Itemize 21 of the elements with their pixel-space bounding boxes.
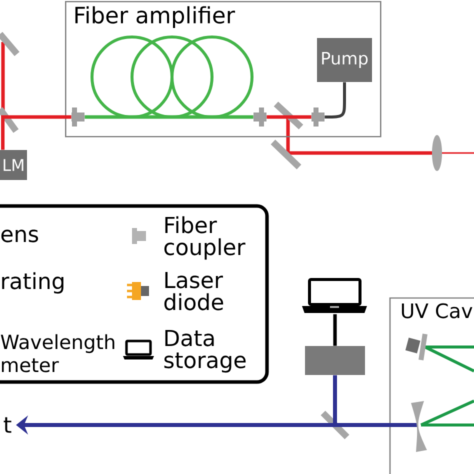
legend-label: Fiber coupler <box>164 216 246 260</box>
optical-fiber <box>324 82 346 118</box>
device-box <box>305 346 365 375</box>
legend-label: Data storage <box>164 330 246 373</box>
output-label: t <box>4 417 12 433</box>
optical-fiber <box>84 115 254 119</box>
legend-label: ens <box>1 230 38 242</box>
fiber-coupler <box>72 108 84 126</box>
pump-box: Pump <box>317 38 372 82</box>
fiber-coupler <box>254 108 266 126</box>
legend-label: Wavelength meter <box>0 334 114 372</box>
laser-beam <box>333 375 337 425</box>
legend-label: rating <box>2 272 64 294</box>
cavity-box: UV Cav <box>389 297 474 474</box>
laptop-icon <box>302 278 367 313</box>
fiber-coupler <box>312 108 324 126</box>
laser-beam <box>1 115 72 150</box>
laser-beam <box>266 115 312 119</box>
legend-label: Laser diode <box>164 272 224 310</box>
device-box: LM <box>0 150 27 180</box>
cable <box>333 314 337 346</box>
